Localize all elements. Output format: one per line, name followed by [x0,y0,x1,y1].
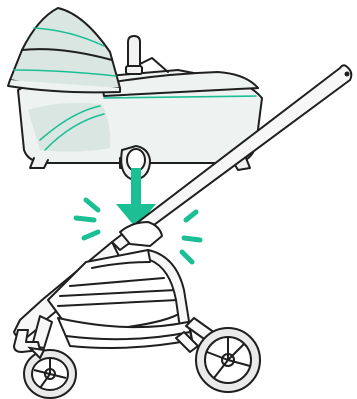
click-burst-icon-left [76,200,98,238]
click-burst-icon-right [182,212,200,262]
carry-handle [128,36,140,70]
canopy-hood [10,8,120,89]
front-wheel-icon [24,348,76,398]
carrycot-icon [8,8,262,180]
carrycot-shade [28,103,110,152]
rear-wheel-icon [196,328,260,392]
